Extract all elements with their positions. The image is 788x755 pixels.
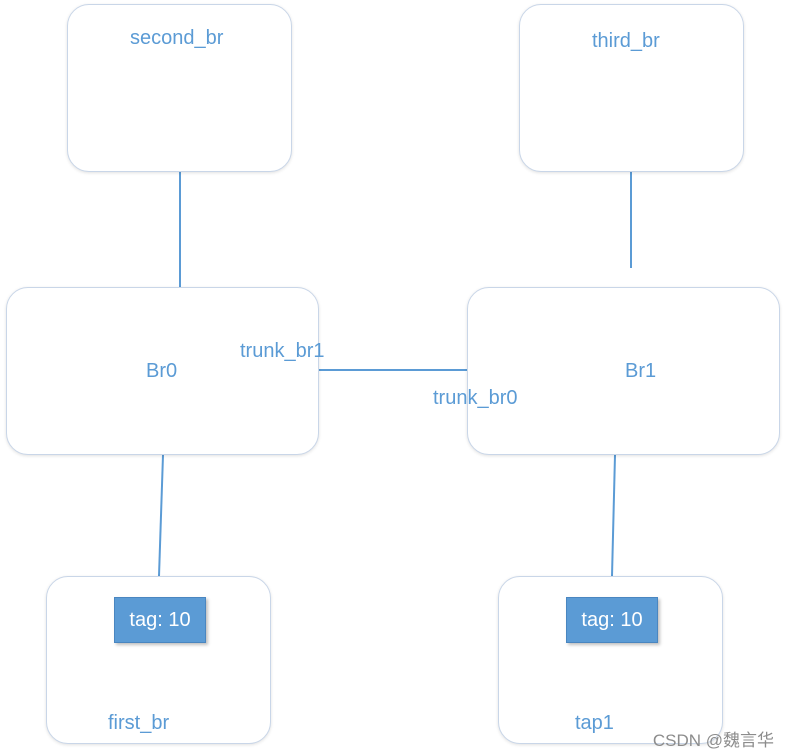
br0-node (6, 287, 319, 455)
br1-label: Br1 (625, 360, 657, 382)
third-br-node (519, 4, 744, 172)
trunk-br1-port-label: trunk_br1 (240, 340, 325, 362)
first-br-tag-badge: tag: 10 (114, 597, 206, 643)
trunk-br0-port-label: trunk_br0 (433, 387, 518, 409)
second-br-label: second_br (130, 27, 224, 49)
br1-node (467, 287, 780, 455)
link-br1-tap1 (611, 454, 616, 577)
link-br0-first-br (158, 454, 164, 577)
first-br-label: first_br (108, 712, 170, 734)
br0-label: Br0 (146, 360, 178, 382)
tap1-label: tap1 (575, 712, 614, 734)
second-br-node (67, 4, 292, 172)
tap1-tag-badge: tag: 10 (566, 597, 658, 643)
csdn-watermark: CSDN @魏言华 (652, 731, 774, 750)
third-br-label: third_br (592, 30, 660, 52)
